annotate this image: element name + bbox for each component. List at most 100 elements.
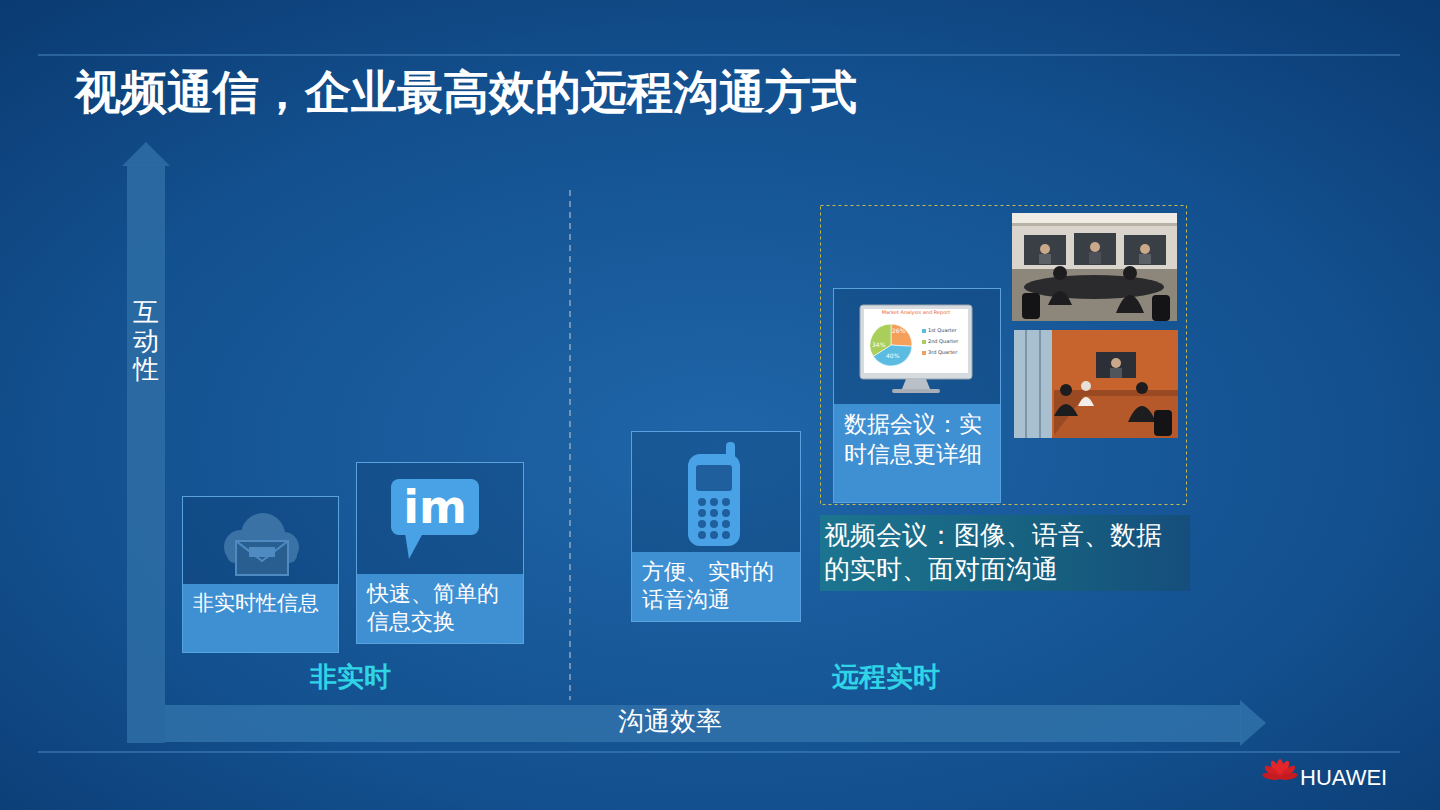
logo-text: HUAWEI <box>1300 765 1387 790</box>
video-band: 视频会议：图像、语音、数据的实时、面对面沟通 <box>820 515 1190 591</box>
keypad-key <box>710 498 718 506</box>
rule-line <box>38 55 1400 56</box>
shape <box>1279 772 1298 781</box>
info-box: 非实时性信息 <box>182 496 339 653</box>
pie-slice <box>870 324 891 356</box>
shape <box>1074 233 1116 265</box>
caption-text: 快速、简单的信息交换 <box>367 580 517 637</box>
phone-screen <box>696 465 732 491</box>
icon-area: Market Analysis and Report 34% 26% 40% 1st Q… <box>834 289 1000 404</box>
pie-chart <box>870 324 912 366</box>
shape <box>1123 266 1137 280</box>
slide-title: 视频通信，企业最高效的远程沟通方式 <box>75 62 857 124</box>
region-label: 远程实时 <box>832 661 940 692</box>
keypad-key <box>722 509 730 517</box>
group-outline <box>821 206 1187 505</box>
shape <box>165 705 1241 742</box>
phone-body <box>688 454 740 546</box>
shape <box>1240 700 1266 746</box>
shape <box>1154 410 1172 436</box>
keypad-key <box>698 509 706 517</box>
shape <box>1128 406 1156 422</box>
shape <box>1140 244 1150 254</box>
shape <box>1039 254 1051 264</box>
caption-area: 非实时性信息 <box>183 584 338 652</box>
monitor-frame <box>860 305 972 379</box>
shape <box>1014 330 1052 438</box>
caption-text: 数据会议：实时信息更详细 <box>844 410 994 470</box>
shape <box>1022 293 1040 319</box>
y-axis-arrow <box>122 142 170 743</box>
meeting-photo <box>1012 213 1177 321</box>
shape <box>1081 381 1091 391</box>
meeting-photo <box>1014 330 1178 438</box>
monitor-icon <box>834 289 1000 404</box>
axis-label: 沟通效率 <box>618 707 722 737</box>
shape <box>1060 384 1072 396</box>
shape <box>1024 275 1164 299</box>
keypad-key <box>722 520 730 528</box>
letter <box>249 547 275 557</box>
shape <box>1110 368 1122 378</box>
shape <box>1014 330 1178 438</box>
chart-title: Market Analysis and Report <box>882 310 951 316</box>
shape <box>1039 330 1041 438</box>
keypad-key <box>722 498 730 506</box>
bubble-tail <box>405 533 423 559</box>
keypad-key <box>710 509 718 517</box>
keypad-key <box>710 520 718 528</box>
info-box: 方便、实时的话音沟通 <box>631 431 801 622</box>
keypad-key <box>722 531 730 539</box>
monitor-stand <box>902 379 930 389</box>
keypad-key <box>710 531 718 539</box>
caption-text: 非实时性信息 <box>193 590 332 617</box>
shape <box>1089 252 1101 264</box>
pie-value: 40% <box>886 353 899 360</box>
divider-line <box>569 190 571 700</box>
rule-line <box>38 752 1400 753</box>
shape <box>1078 397 1094 406</box>
shape <box>1116 295 1144 313</box>
monitor-screen <box>864 309 968 373</box>
icon-area <box>632 432 800 552</box>
chart-legend: 2nd Quarter <box>928 339 958 345</box>
envelope <box>236 541 288 575</box>
caption-text: 方便、实时的话音沟通 <box>642 558 794 615</box>
shape <box>1025 330 1027 438</box>
keypad-key <box>698 498 706 506</box>
axis-label: 互动性 <box>133 298 159 384</box>
pie-value: 34% <box>872 342 885 349</box>
icon-text: im <box>391 479 479 535</box>
shape <box>1152 295 1170 321</box>
envelope-flap <box>236 541 288 561</box>
shape <box>122 142 170 166</box>
pie-value: 26% <box>892 328 905 335</box>
speech-bubble <box>391 479 479 535</box>
shape <box>1090 242 1100 252</box>
shape <box>1040 244 1050 254</box>
shape <box>127 165 165 743</box>
shape <box>1054 404 1078 416</box>
shape <box>1052 396 1178 438</box>
chart-legend: 1st Quarter <box>928 328 957 334</box>
x-axis-arrow <box>165 700 1266 746</box>
icon-area: im <box>357 463 523 574</box>
chart-swatch <box>922 340 926 344</box>
shape <box>1024 235 1066 265</box>
logo-mark <box>1262 759 1299 781</box>
keypad-key <box>698 531 706 539</box>
pie-slice <box>891 324 912 346</box>
icon-area <box>183 497 338 584</box>
shape <box>1111 358 1121 368</box>
shape <box>1139 254 1151 264</box>
mail-icon <box>183 497 338 584</box>
shape <box>1012 223 1177 226</box>
shape <box>1048 291 1072 305</box>
shape <box>1053 266 1067 280</box>
keypad-key <box>698 520 706 528</box>
band-text: 视频会议：图像、语音、数据的实时、面对面沟通 <box>824 519 1180 587</box>
shape <box>1012 269 1177 321</box>
